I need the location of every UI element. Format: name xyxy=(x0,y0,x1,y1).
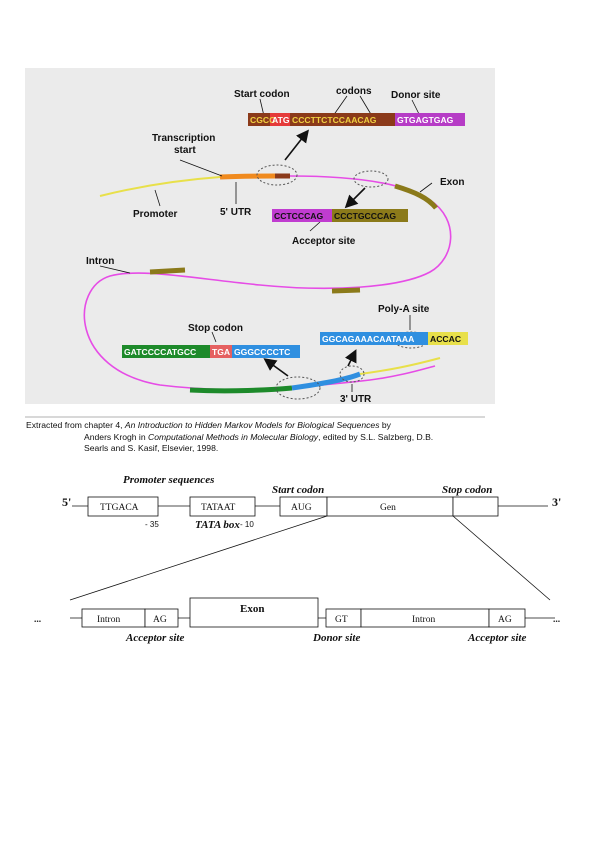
svg-text:GTGAGTGAG: GTGAGTGAG xyxy=(397,115,454,125)
svg-text:GATCCCCATGCC: GATCCCCATGCC xyxy=(124,347,196,357)
label-exon: Exon xyxy=(440,177,464,188)
exon-segment-1 xyxy=(394,183,438,210)
three-prime-label: 3' xyxy=(552,495,561,509)
polya-sequence: GGCAGAAACAATAAA ACCAC xyxy=(320,332,468,345)
promoter-sequences-label: Promoter sequences xyxy=(123,474,214,486)
acceptor-site-left-label: Acceptor site xyxy=(125,632,184,644)
label-utr5: 5' UTR xyxy=(220,207,252,218)
label-utr3: 3' UTR xyxy=(340,394,372,405)
five-prime-label: 5' xyxy=(62,495,71,509)
ellipsis-right: ... xyxy=(553,615,560,625)
aug-text: AUG xyxy=(291,503,312,513)
ag-right-text: AG xyxy=(498,615,512,625)
svg-text:ATG: ATG xyxy=(272,115,290,125)
caption-chapter-title: An Introduction to Hidden Markov Models … xyxy=(124,420,380,430)
label-transcription-start: start xyxy=(174,145,196,156)
stop-box xyxy=(452,496,499,517)
start-sequence: CGCC ATG CCCTTCTCCAACAG GTGAGTGAG xyxy=(248,113,465,126)
three-prime-tail xyxy=(359,357,441,375)
donor-site-label: Donor site xyxy=(312,632,360,644)
svg-text:TGA: TGA xyxy=(212,347,230,357)
ellipsis-left: ... xyxy=(34,615,41,625)
arrow-to-acceptor-seq xyxy=(344,187,366,209)
label-intron: Intron xyxy=(86,256,114,267)
promoter-line xyxy=(99,176,221,197)
caption-publisher: Searls and S. Kasif, Elsevier, 1998. xyxy=(84,443,219,453)
label-codons: codons xyxy=(336,86,372,97)
caption-prefix: Extracted from chapter 4, xyxy=(26,420,125,430)
utr3-segment xyxy=(291,371,361,391)
exon-box xyxy=(189,597,319,628)
svg-text:ACCAC: ACCAC xyxy=(430,334,461,344)
last-exon-segment xyxy=(189,385,293,394)
start-codon-label: Start codon xyxy=(272,484,324,496)
gen-text: Gen xyxy=(380,503,396,513)
arrow-to-stop-seq xyxy=(263,358,289,377)
svg-text:CCTCCCAG: CCTCCCAG xyxy=(274,211,323,221)
label-promoter: Promoter xyxy=(133,209,178,220)
svg-text:GGGCCCCTC: GGGCCCCTC xyxy=(234,347,290,357)
caption-suffix: by xyxy=(379,420,391,430)
label-acceptor-site: Acceptor site xyxy=(292,236,356,247)
intron-left-text: Intron xyxy=(97,615,120,625)
svg-text:GGCAGAAACAATAAA: GGCAGAAACAATAAA xyxy=(322,334,414,344)
minus10-label: - 10 xyxy=(240,520,254,529)
start-region-circle xyxy=(256,164,298,186)
label-stop-codon: Stop codon xyxy=(188,323,243,334)
label-donor-site: Donor site xyxy=(391,90,441,101)
svg-text:CCCTTCTCCAACAG: CCCTTCTCCAACAG xyxy=(292,115,377,125)
intron-right-text: Intron xyxy=(412,615,435,625)
tataat-text: TATAAT xyxy=(201,503,236,513)
svg-text:CGCC: CGCC xyxy=(250,115,275,125)
ag-left-box xyxy=(144,608,179,628)
arrow-to-start-seq xyxy=(284,129,309,161)
acceptor-region-circle xyxy=(353,170,389,188)
exon-segment-3 xyxy=(331,287,361,294)
stop-region-circle xyxy=(275,376,321,400)
gt-text: GT xyxy=(335,615,348,625)
arrow-to-polya-seq xyxy=(344,349,357,367)
caption-author: Anders Krogh in xyxy=(84,431,149,442)
exon-segment-2 xyxy=(149,267,186,275)
polya-region-circle xyxy=(339,365,365,383)
ag-left-text: AG xyxy=(153,615,167,625)
tata-box-label: TATA box xyxy=(195,519,240,531)
svg-text:CCCTGCCCAG: CCCTGCCCAG xyxy=(334,211,396,221)
caption-book-title: Computational Methods in Molecular Biolo… xyxy=(148,431,319,442)
tataat-box xyxy=(189,496,256,517)
minus35-label: - 35 xyxy=(145,520,159,529)
ttgaca-text: TTGACA xyxy=(100,503,139,513)
ag-right-box xyxy=(488,608,526,628)
stop-codon-label: Stop codon xyxy=(442,484,492,496)
zoom-line-right xyxy=(452,515,551,601)
figure-caption: Extracted from chapter 4, An Introductio… xyxy=(26,420,496,455)
stop-sequence: GATCCCCATGCC TGA GGGCCCCTC xyxy=(122,345,300,358)
label-poly-a-site: Poly-A site xyxy=(378,304,430,315)
utr5-segment xyxy=(219,173,276,180)
caption-editors: , edited by S.L. Salzberg, D.B. xyxy=(318,431,434,442)
acceptor-site-right-label: Acceptor site xyxy=(467,632,526,644)
ttgaca-box xyxy=(87,496,159,517)
label-transcription: Transcription xyxy=(152,133,215,144)
exon-text: Exon xyxy=(240,603,264,615)
acceptor-sequence: CCTCCCAG CCCTGCCCAG xyxy=(272,209,408,222)
zoom-line-left xyxy=(69,515,328,601)
label-start-codon: Start codon xyxy=(234,89,290,100)
